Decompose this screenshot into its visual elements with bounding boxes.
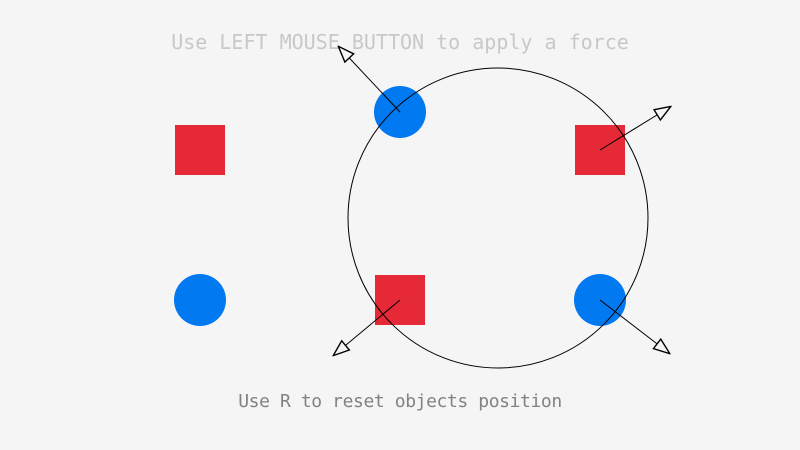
instruction-apply-force: Use LEFT MOUSE BUTTON to apply a force bbox=[171, 30, 629, 54]
force-arrow-bottom-right bbox=[599, 299, 669, 353]
force-arrow-top-left bbox=[339, 47, 401, 113]
force-arrow-top-right bbox=[599, 107, 670, 151]
boundary-circle-outline bbox=[347, 67, 649, 369]
blue-circle-body-left[interactable] bbox=[174, 274, 226, 326]
red-square-body-left[interactable] bbox=[175, 125, 225, 175]
instruction-reset-objects: Use R to reset objects position bbox=[238, 391, 562, 412]
force-arrow-bottom-left bbox=[334, 299, 401, 355]
